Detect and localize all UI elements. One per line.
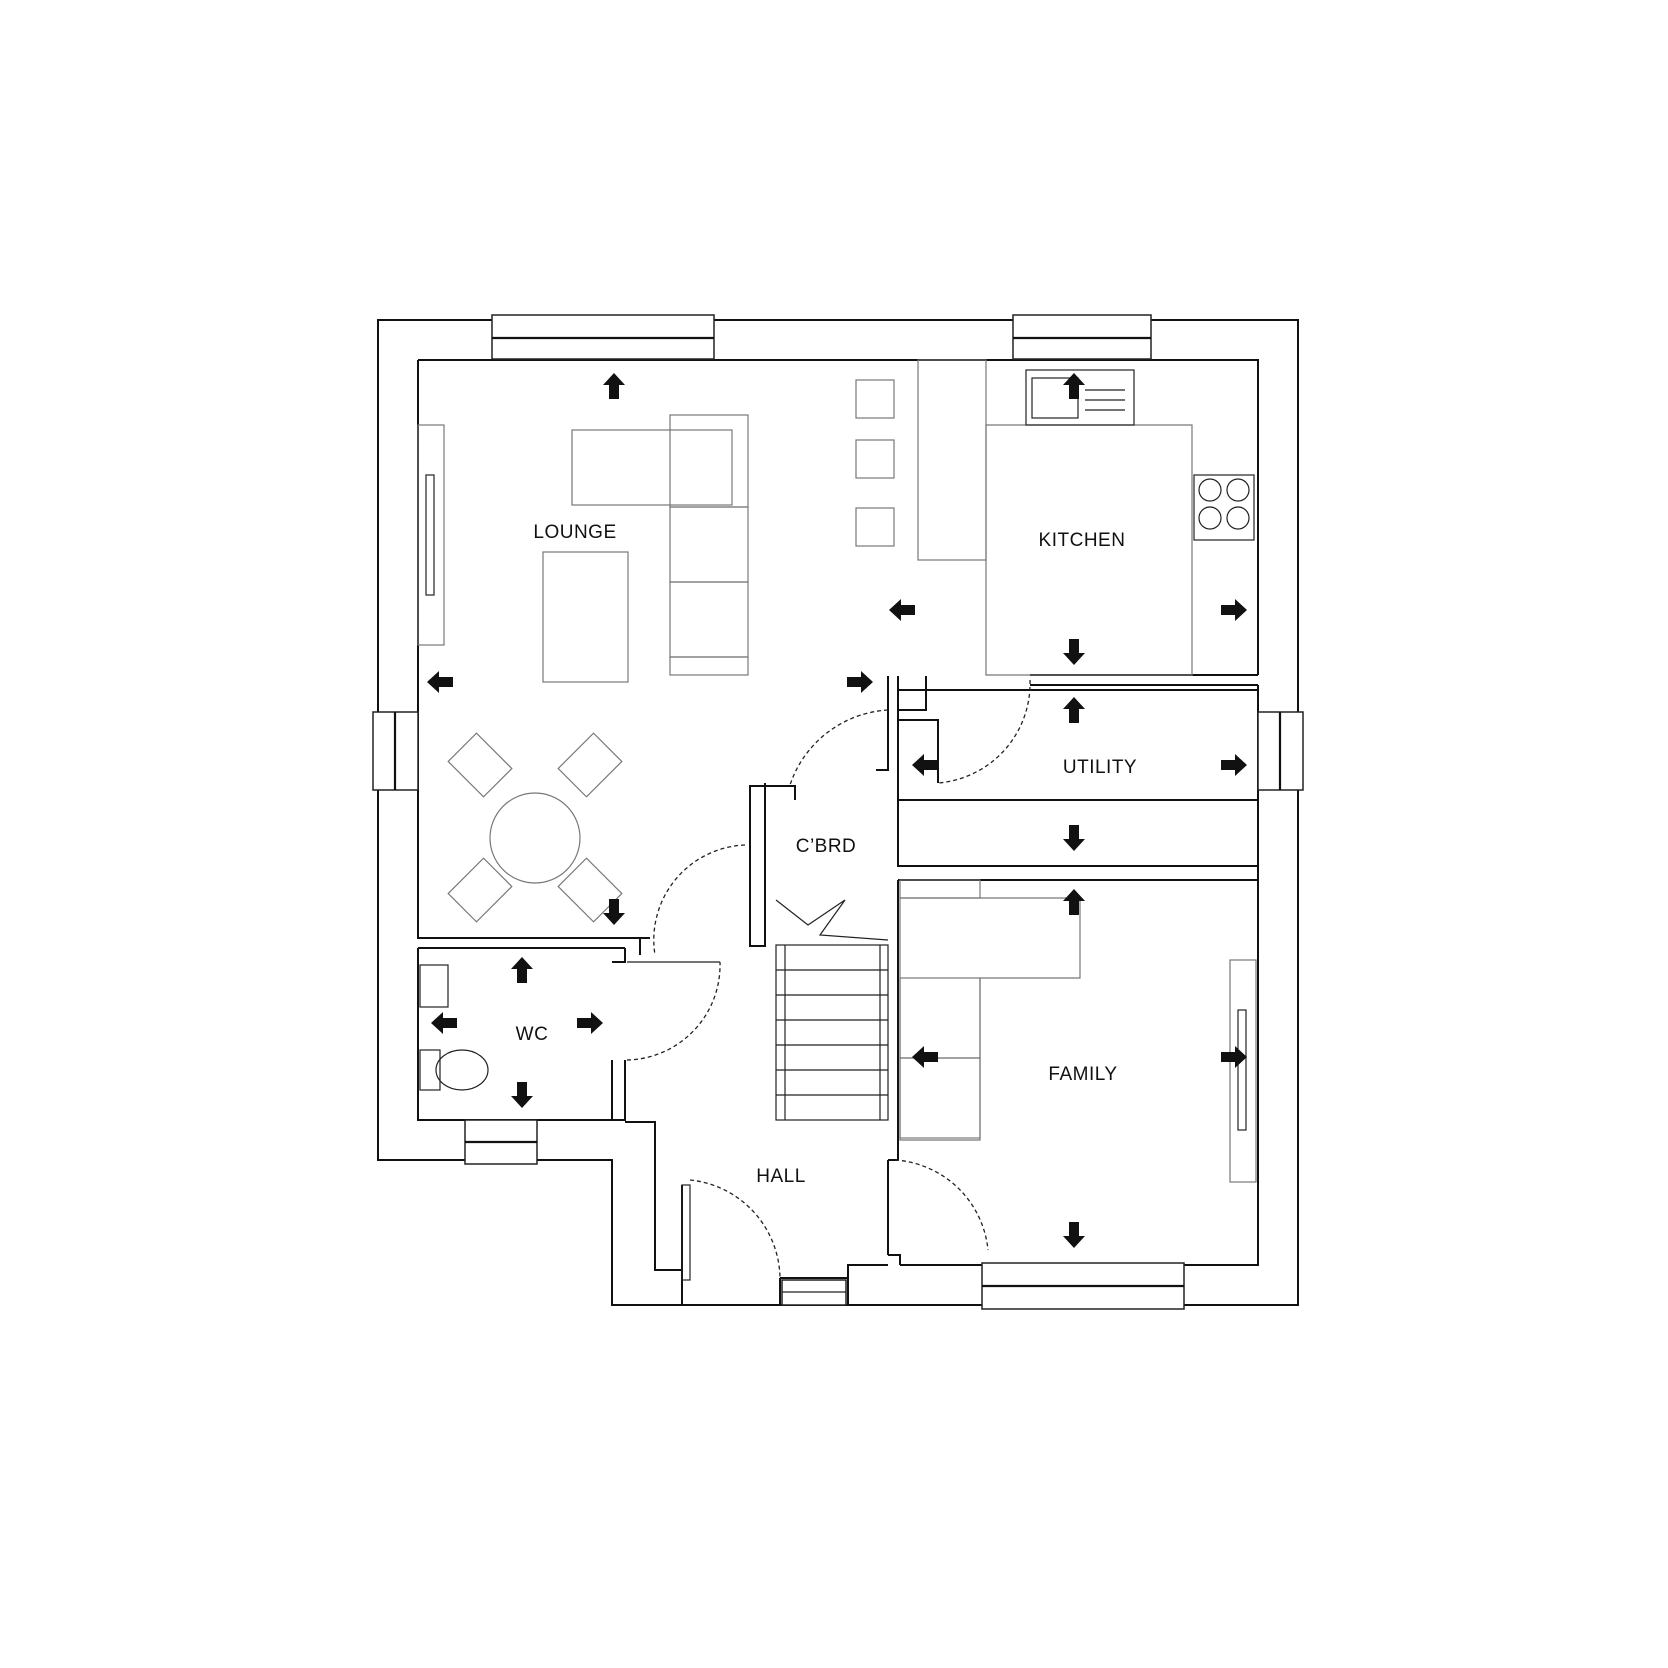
window-wc-bottom	[464, 1119, 538, 1165]
staircase	[775, 899, 889, 1121]
window-lounge-left	[372, 711, 419, 791]
window-lounge-top	[491, 314, 715, 360]
room-label-utility: UTILITY	[1063, 757, 1137, 778]
window-utility-right	[1257, 711, 1304, 791]
family-furniture	[899, 879, 1257, 1183]
room-label-wc: WC	[516, 1024, 549, 1045]
room-label-kitchen: KITCHEN	[1039, 530, 1126, 551]
room-label-hall: HALL	[756, 1166, 806, 1187]
toilet-icon	[419, 964, 489, 1091]
kitchen-furniture	[855, 359, 1193, 676]
arrow-icon	[427, 373, 1247, 1248]
window-family-bottom	[981, 1262, 1185, 1310]
room-label-cupboard: C’BRD	[796, 836, 857, 857]
lounge-furniture	[417, 414, 749, 923]
room-label-family: FAMILY	[1048, 1064, 1117, 1085]
window-hall-bottom	[781, 1279, 847, 1306]
window-kitchen-top	[1012, 314, 1152, 360]
hob-icon	[1193, 474, 1255, 541]
door-swing-icon	[626, 679, 1031, 1281]
room-label-lounge: LOUNGE	[533, 522, 616, 543]
